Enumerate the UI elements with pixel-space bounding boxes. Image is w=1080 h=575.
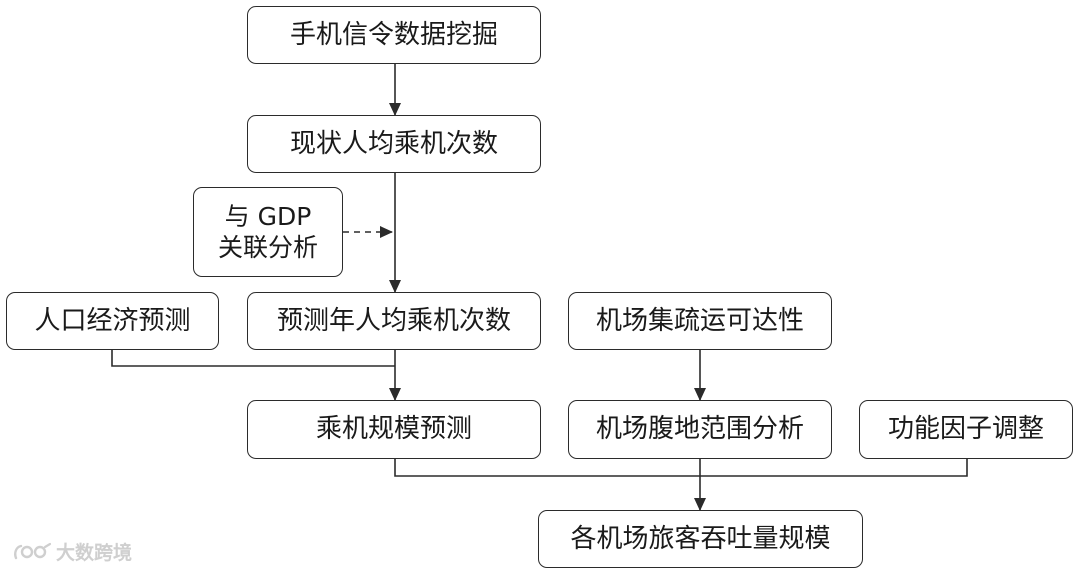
- node-scale-forecast: 乘机规模预测: [247, 400, 541, 459]
- node-hinterland-label: 机场腹地范围分析: [595, 414, 804, 445]
- node-gdp-label-line2: 关联分析: [217, 233, 318, 262]
- node-current-per-capita-label: 现状人均乘机次数: [289, 128, 498, 159]
- connector-bottom-merge: [394, 459, 968, 477]
- node-throughput-label: 各机场旅客吞吐量规模: [570, 523, 831, 554]
- node-signaling-data-mining: 手机信令数据挖掘: [247, 6, 541, 64]
- watermark: 大数跨境: [12, 538, 132, 565]
- node-forecast-per-capita: 预测年人均乘机次数: [247, 292, 541, 350]
- node-signaling-label: 手机信令数据挖掘: [289, 19, 498, 50]
- node-hinterland-analysis: 机场腹地范围分析: [568, 400, 832, 459]
- node-function-factor-label: 功能因子调整: [887, 414, 1044, 445]
- node-gdp-correlation: 与 GDP 关联分析: [193, 187, 343, 277]
- connector-population-merge: [111, 350, 395, 367]
- node-airport-accessibility: 机场集疏运可达性: [568, 292, 832, 350]
- node-gdp-label-line1: 与 GDP: [224, 201, 312, 231]
- node-function-factor: 功能因子调整: [859, 400, 1073, 459]
- watermark-logo-icon: [14, 542, 52, 559]
- node-population-label: 人口经济预测: [34, 305, 191, 336]
- node-passenger-throughput: 各机场旅客吞吐量规模: [538, 510, 863, 568]
- node-population-economy: 人口经济预测: [6, 292, 219, 350]
- watermark-text: 大数跨境: [56, 542, 133, 564]
- node-forecast-per-capita-label: 预测年人均乘机次数: [276, 305, 511, 336]
- node-current-per-capita: 现状人均乘机次数: [247, 115, 541, 173]
- node-scale-forecast-label: 乘机规模预测: [315, 414, 472, 445]
- node-accessibility-label: 机场集疏运可达性: [595, 305, 804, 336]
